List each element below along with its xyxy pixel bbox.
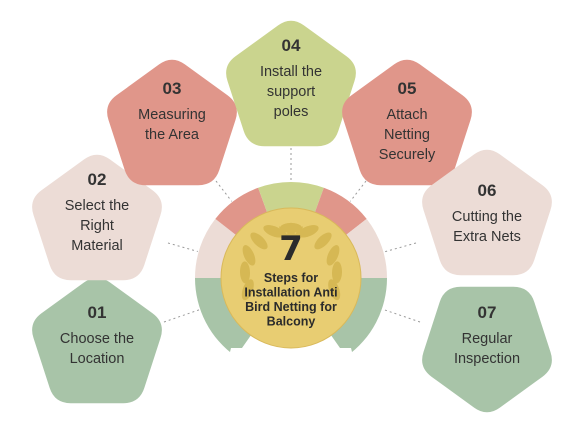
laurel-leaf: [241, 279, 254, 301]
step-06-label-line-1: Cutting the: [452, 209, 522, 225]
step-03-number: 03: [163, 79, 182, 98]
step-03-pentagon: [107, 59, 237, 186]
center-title-line-4: Balcony: [267, 315, 316, 329]
step-02-pentagon: [32, 154, 162, 281]
laurel-leaf: [328, 279, 341, 301]
laurel-wreath-icon: [239, 222, 343, 301]
center-title-line-1: Steps for: [264, 271, 318, 285]
center-title-line-2: Installation Anti: [244, 286, 337, 300]
ring-segment-1: [195, 278, 252, 357]
step-01-label-line-1: Choose the: [60, 331, 134, 347]
step-04-number: 04: [282, 36, 301, 55]
ring-cutaway: [221, 348, 361, 388]
step-01-pentagon: [32, 277, 162, 404]
step-06-pentagon: [422, 149, 552, 276]
laurel-leaf: [331, 261, 343, 284]
step-01-number: 01: [88, 303, 107, 322]
center-title-line-3: Bird Netting for: [245, 300, 337, 314]
step-02-label-line-3: Material: [71, 238, 123, 254]
step-07-number: 07: [478, 303, 497, 322]
step-07-label-line-1: Regular: [462, 331, 513, 347]
laurel-leaf: [314, 232, 332, 250]
step-05-label-line-3: Securely: [379, 147, 436, 163]
step-04-label-line-3: poles: [274, 104, 309, 120]
ring-segment-7: [330, 278, 387, 357]
laurel-leaf: [326, 245, 340, 266]
step-07-label-line-2: Inspection: [454, 351, 520, 367]
step-06-label-line-2: Extra Nets: [453, 229, 521, 245]
center-badge: 7 Steps for Installation Anti Bird Netti…: [220, 207, 362, 349]
laurel-leaf: [263, 225, 285, 238]
step-01-label-line-2: Location: [70, 351, 125, 367]
step-05-label-line-1: Attach: [386, 107, 427, 123]
step-04-label-line-2: support: [267, 84, 315, 100]
laurel-leaf: [239, 261, 251, 284]
ring-segment-2: [195, 218, 238, 278]
step-05-number: 05: [398, 79, 417, 98]
crown-icon: [279, 222, 303, 238]
laurel-leaf: [297, 225, 319, 238]
step-04-label-line-1: Install the: [260, 64, 322, 80]
ring-segment-3: [215, 187, 268, 237]
step-02-number: 02: [88, 170, 107, 189]
step-02-label-line-1: Select the: [65, 198, 130, 214]
step-04-pentagon: [226, 20, 356, 147]
step-02-label-line-2: Right: [80, 218, 114, 234]
laurel-leaf: [242, 245, 256, 266]
step-05-label-line-2: Netting: [384, 127, 430, 143]
step-03-label-line-1: Measuring: [138, 107, 206, 123]
step-03-label-line-2: the Area: [145, 127, 200, 143]
step-05-pentagon: [342, 59, 472, 186]
step-07-pentagon: [422, 286, 552, 413]
ring-segment-5: [314, 187, 367, 237]
ring-segment-4: [258, 182, 324, 215]
center-number: 7: [279, 229, 303, 269]
laurel-leaf: [250, 232, 268, 250]
connector-line-6: [290, 242, 417, 279]
ring-segment-6: [344, 218, 387, 278]
step-06-number: 06: [478, 181, 497, 200]
